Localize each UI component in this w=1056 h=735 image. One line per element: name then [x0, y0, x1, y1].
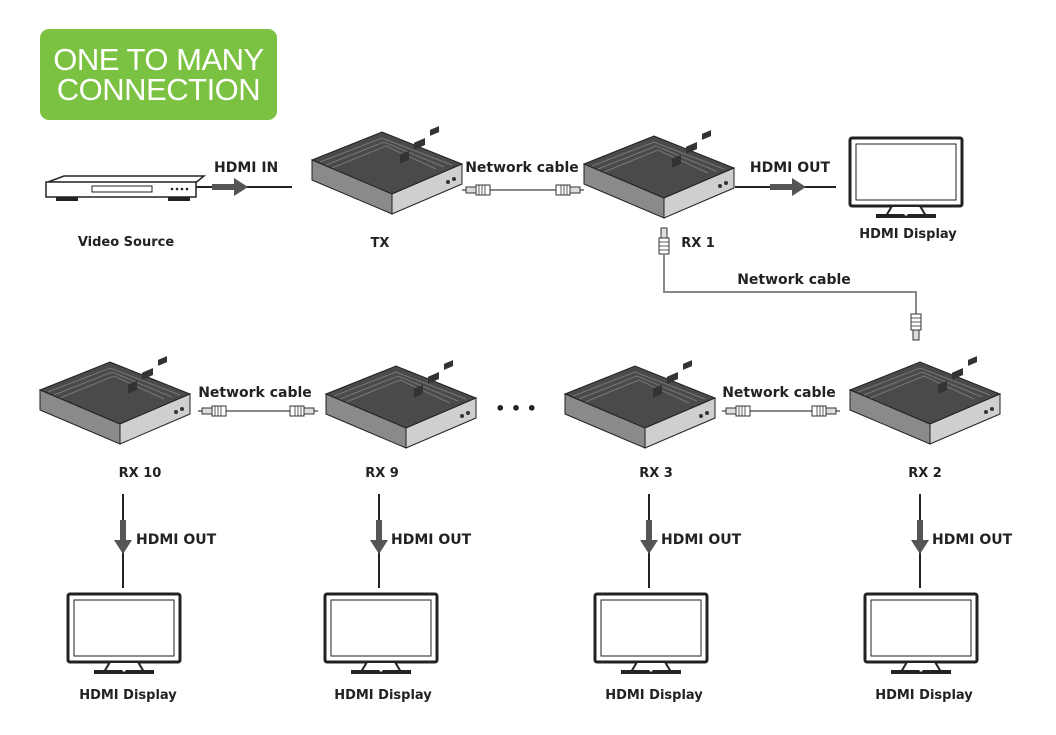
network-cable-label-3: Network cable: [198, 385, 312, 401]
network-plug-icon: [289, 405, 315, 417]
hdmi-display-label-rx9: HDMI Display: [334, 688, 432, 703]
rx1-label: RX 1: [681, 236, 715, 251]
hdmi-display-label-rx10: HDMI Display: [79, 688, 177, 703]
network-plug-icon: [465, 184, 491, 196]
network-plug-icon: [725, 405, 751, 417]
hdmi-out-label-rx10: HDMI OUT: [136, 532, 217, 548]
hdmi-display-icon: [848, 136, 964, 220]
hdmi-in-label: HDMI IN: [214, 160, 278, 176]
rx1-device: [583, 129, 735, 219]
hdmi-display-label-rx1: HDMI Display: [859, 227, 957, 242]
network-cable-label-1: Network cable: [465, 160, 579, 176]
ellipsis-separator: • • •: [495, 399, 537, 418]
hdmi-out-label-rx1: HDMI OUT: [750, 160, 831, 176]
network-plug-icon: [201, 405, 227, 417]
hdmi-display-icon: [863, 592, 979, 676]
hdmi-display-label-rx2: HDMI Display: [875, 688, 973, 703]
title-line-2: CONNECTION: [56, 71, 261, 107]
video-source-label: Video Source: [78, 235, 175, 250]
network-plug-icon: [658, 227, 670, 255]
video-source-device: [45, 175, 207, 201]
hdmi-out-arrow-icon: [370, 520, 388, 554]
hdmi-out-label-rx9: HDMI OUT: [391, 532, 472, 548]
hdmi-display-icon: [593, 592, 709, 676]
hdmi-out-arrow-icon: [770, 178, 806, 196]
hdmi-display-icon: [66, 592, 182, 676]
title-badge: ONE TO MANY CONNECTION: [40, 29, 277, 120]
title-line-1: ONE TO MANY: [53, 41, 264, 77]
rx3-label: RX 3: [639, 466, 673, 481]
hdmi-out-arrow-icon: [114, 520, 132, 554]
hdmi-out-label-rx2: HDMI OUT: [932, 532, 1013, 548]
network-cable-label-4: Network cable: [722, 385, 836, 401]
hdmi-out-arrow-icon: [911, 520, 929, 554]
rx10-device: [39, 355, 191, 445]
network-plug-icon: [910, 313, 922, 341]
network-plug-icon: [811, 405, 837, 417]
rx2-label: RX 2: [908, 466, 942, 481]
hdmi-out-arrow-icon: [640, 520, 658, 554]
rx9-device: [325, 359, 477, 449]
network-cable-label-2: Network cable: [737, 272, 851, 288]
rx2-device: [849, 355, 1001, 445]
tx-label: TX: [371, 236, 390, 251]
rx9-label: RX 9: [365, 466, 399, 481]
rx10-label: RX 10: [119, 466, 162, 481]
hdmi-in-arrow-icon: [212, 178, 248, 196]
tx-device: [311, 125, 463, 215]
network-plug-icon: [555, 184, 581, 196]
hdmi-display-label-rx3: HDMI Display: [605, 688, 703, 703]
rx3-device: [564, 359, 716, 449]
hdmi-out-label-rx3: HDMI OUT: [661, 532, 742, 548]
hdmi-display-icon: [323, 592, 439, 676]
